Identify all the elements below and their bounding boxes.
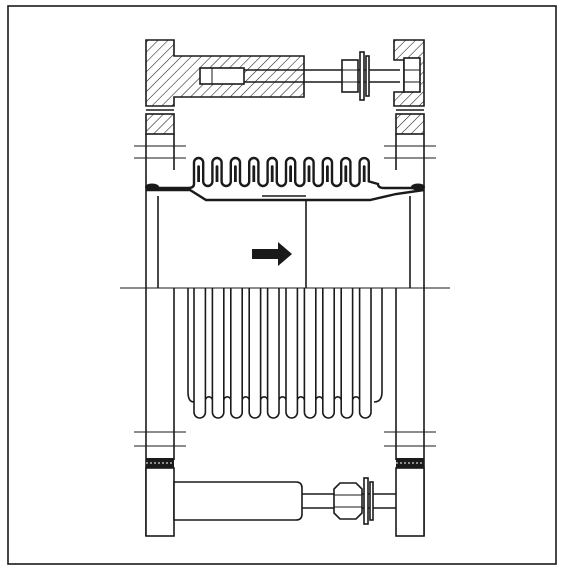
bellows-exterior xyxy=(187,288,383,419)
outer-frame xyxy=(7,5,557,565)
flow-direction-arrow xyxy=(252,242,292,266)
right-lower-flange xyxy=(395,467,425,537)
lug-bore xyxy=(199,67,245,85)
inner-sleeve-right xyxy=(306,188,425,202)
top-section-view xyxy=(134,39,436,202)
tie-rod-washer-1 xyxy=(359,51,365,101)
bottom-washer-1 xyxy=(363,477,369,525)
right-weld-bead xyxy=(411,183,425,191)
right-bolt-head xyxy=(403,57,421,93)
bottom-hex-nut xyxy=(333,482,363,520)
inner-sleeve xyxy=(146,188,306,202)
tie-rod-nut xyxy=(341,59,359,93)
right-gasket-block xyxy=(395,113,425,135)
tie-rod-washer-2 xyxy=(365,55,370,97)
bottom-exterior-view xyxy=(134,288,436,537)
left-gasket-block xyxy=(145,113,175,135)
left-weld-bead xyxy=(145,183,159,191)
bellows-section xyxy=(152,156,418,190)
pipe-body xyxy=(120,192,450,289)
bottom-tie-rod-lug xyxy=(173,481,303,521)
bottom-washer-2 xyxy=(369,481,374,521)
left-lower-flange xyxy=(145,467,175,537)
bellows-section-inner xyxy=(197,165,366,182)
